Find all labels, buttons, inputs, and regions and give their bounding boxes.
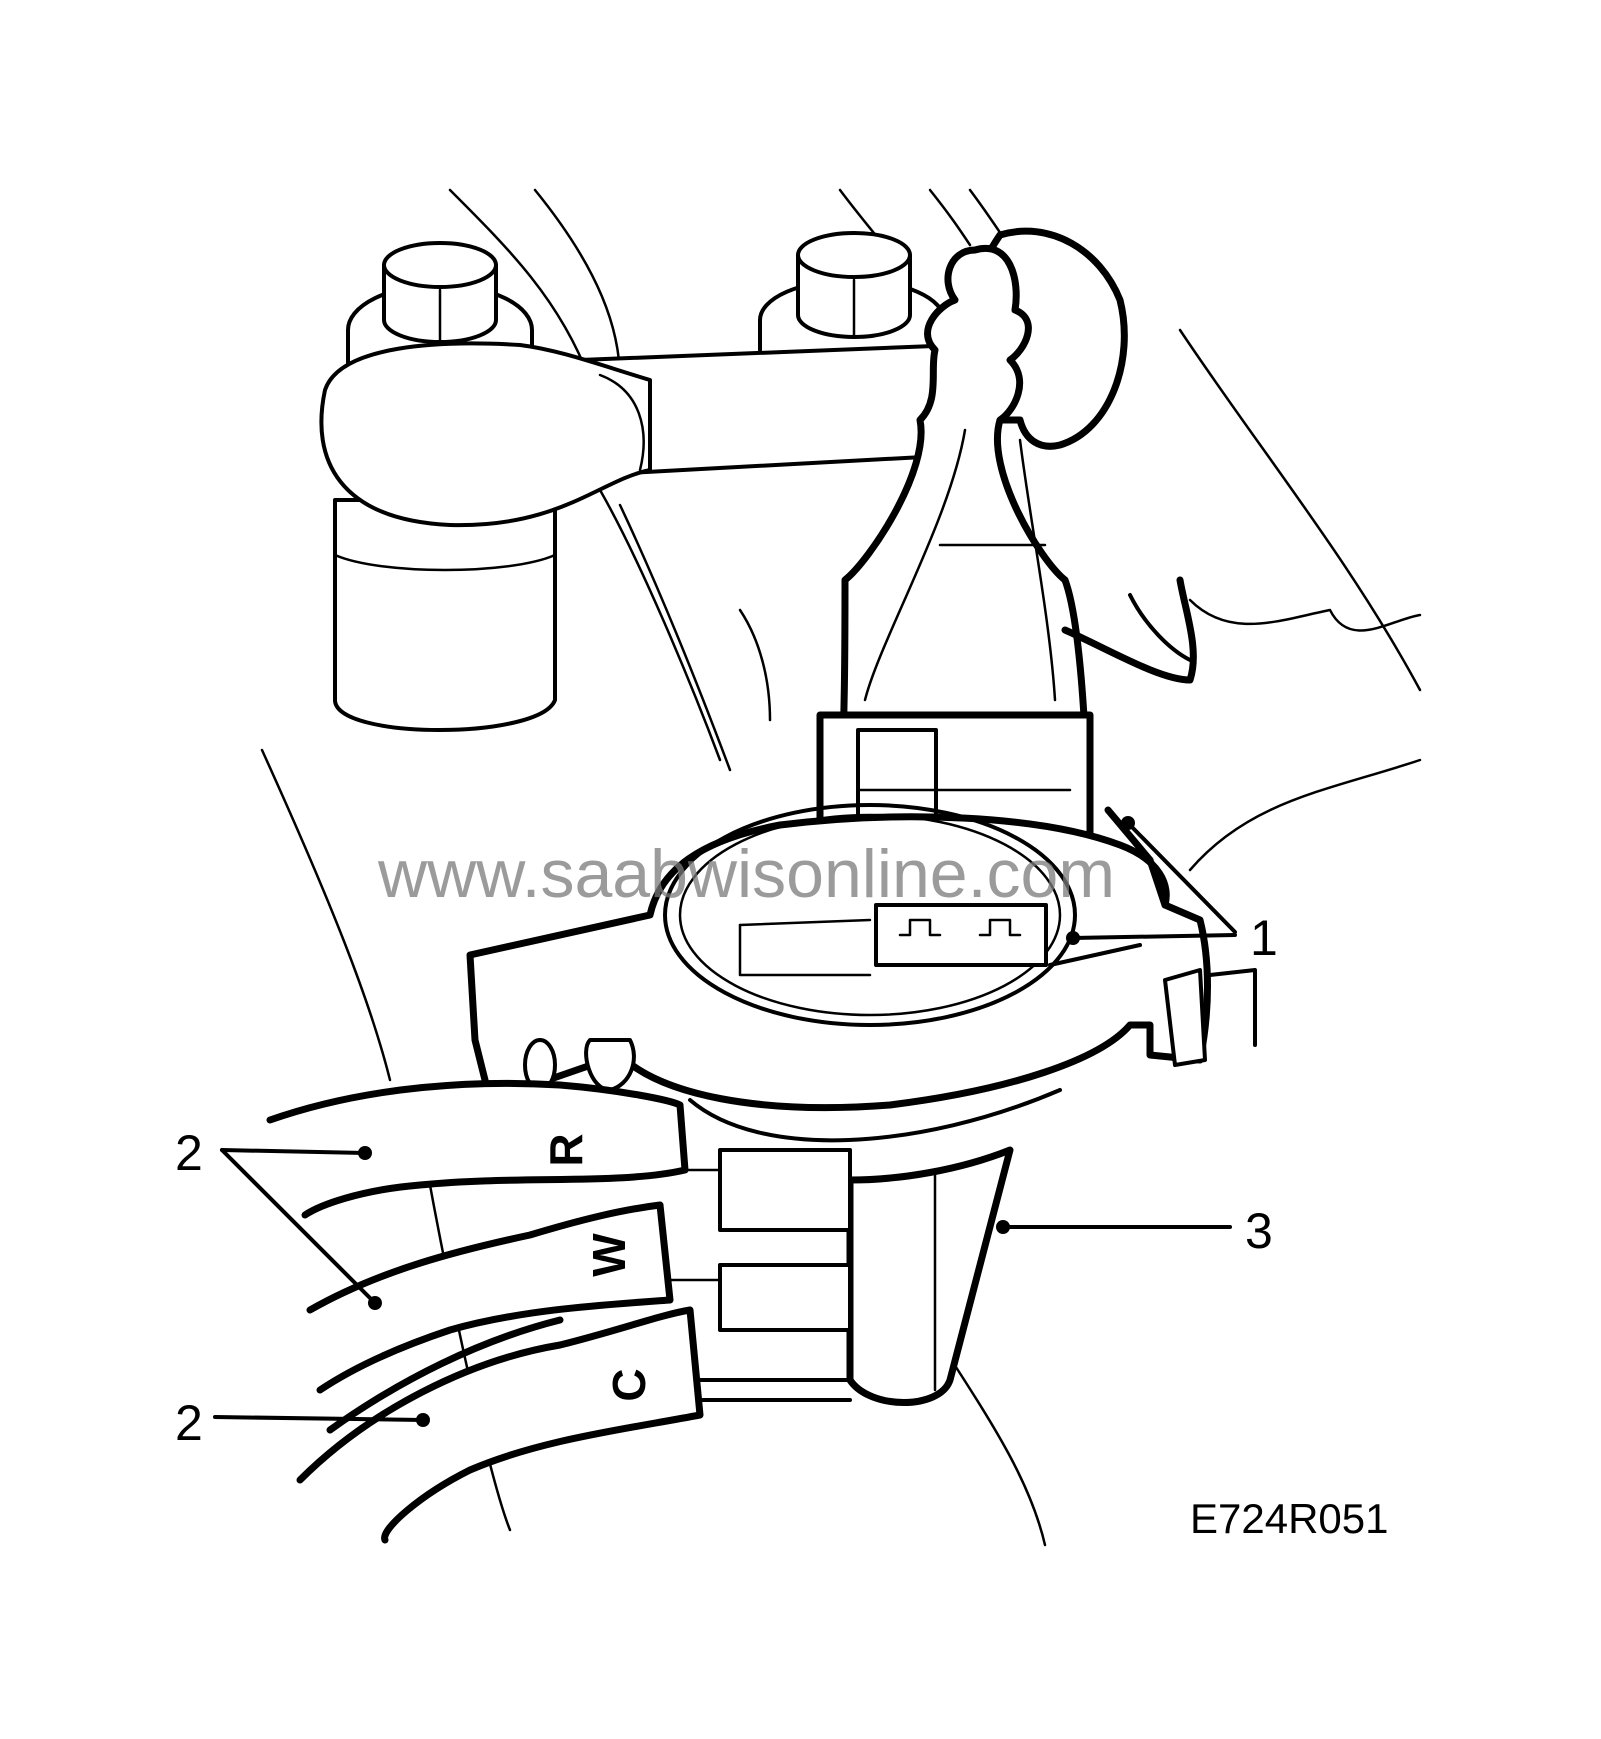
watermark: www.saabwisonline.com [377, 836, 1115, 912]
wire-letter-w: W [583, 1233, 635, 1277]
wire-letter-c: C [603, 1368, 655, 1401]
ignition-coil-body [466, 803, 1257, 1143]
wire-r: R [266, 1079, 689, 1219]
callout-3-leader [996, 1220, 1232, 1234]
figure-code: E724R051 [1190, 1495, 1389, 1542]
wire-c: C [296, 1168, 852, 1544]
engine-background-lines [260, 188, 1422, 1547]
callout-2-upper-label: 2 [175, 1125, 203, 1181]
wire-letter-r: R [540, 1133, 592, 1166]
connector-plug [1061, 576, 1197, 684]
callout-2-lower-leader [213, 1413, 430, 1427]
wire-w: W [306, 1201, 674, 1394]
coil-cylinder [718, 1146, 1014, 1406]
bolt-right [758, 231, 946, 352]
callout-2-lower-label: 2 [175, 1395, 203, 1451]
callout-1-label: 1 [1250, 910, 1278, 966]
ratchet-wrench [319, 341, 962, 732]
callout-1-leaders [1066, 816, 1237, 945]
callout-3-label: 3 [1245, 1203, 1273, 1259]
callout-2-upper-leaders [220, 1146, 382, 1310]
